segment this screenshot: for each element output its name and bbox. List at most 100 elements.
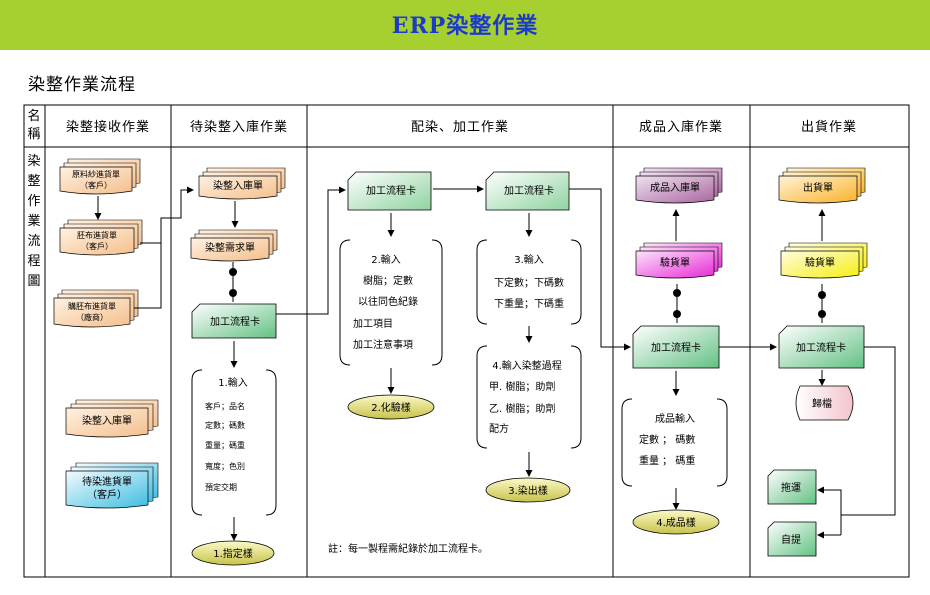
- input-block-4: 4.輸入染整過程 甲. 樹脂；助劑 乙. 樹脂；助劑 配方: [476, 345, 582, 449]
- row-label-2: 整: [27, 174, 40, 189]
- result-sample-1: 1.指定樣: [191, 540, 275, 566]
- card-dye-2: 加工流程卡: [485, 171, 570, 211]
- doc-dye-stock-in-label: 染整入庫單: [82, 414, 132, 427]
- doc-shipping-inspection-label: 驗貨單: [805, 256, 835, 269]
- connector-dot: [229, 289, 237, 297]
- row-label-4: 業: [27, 213, 40, 229]
- doc-greige-receipt-sub: （客戶）: [81, 241, 113, 251]
- archive-storage: 歸檔: [795, 385, 854, 421]
- card-shipping: 加工流程卡: [778, 325, 865, 369]
- doc-pre-dye-stock-in-label: 染整入庫單: [213, 179, 263, 192]
- doc-purchase-greige-label: 購胚布進貨單: [68, 301, 116, 311]
- card-pre-dye: 加工流程卡: [191, 303, 277, 339]
- input-1-line-4: 寬度；色別: [205, 461, 245, 471]
- input-block-finished: 成品輸入 定數 ； 碼數 重量 ； 碼重: [621, 398, 728, 487]
- connector-dot: [673, 310, 681, 318]
- input-block-2: 2.輸入 樹脂；定數 以往同色紀錄 加工項目 加工注意事項: [339, 239, 443, 366]
- doc-dye-requirement: 染整需求單: [190, 229, 278, 262]
- card-dye-1: 加工流程卡: [347, 171, 432, 211]
- doc-pending-dye-receipt-label: 待染進貨單: [82, 475, 132, 488]
- input-block-1: 1.輸入 客戶；品名 定數；碼數 重量；碼重 寬度；色別 預定交期: [191, 369, 277, 516]
- input-4-line-2: 乙. 樹脂；助劑: [489, 402, 555, 415]
- doc-finished-inspection: 驗貨單: [635, 242, 723, 279]
- input-2-line-2: 以往同色紀錄: [358, 295, 418, 308]
- pickup-delivery: 拖運: [767, 469, 817, 505]
- doc-dye-requirement-label: 染整需求單: [205, 241, 255, 254]
- doc-shipping-inspection: 驗貨單: [780, 242, 868, 279]
- self-pickup-label: 自提: [781, 533, 801, 546]
- card-finished-label: 加工流程卡: [651, 341, 701, 354]
- connector-dot: [673, 289, 681, 297]
- input-finished-line-1: 定數 ； 碼數: [639, 433, 695, 446]
- result-sample-4: 4.成品樣: [632, 509, 720, 535]
- connector-dot: [818, 310, 826, 318]
- input-block-3: 3.輸入 下定數；下碼數 下重量；下碼重: [476, 239, 582, 325]
- doc-yarn-receipt: 原料紗進貨單 （客戶）: [59, 158, 141, 195]
- result-sample-2: 2.化驗樣: [347, 394, 435, 420]
- name-header-1: 名: [27, 108, 40, 124]
- doc-finished-stock-in: 成品入庫單: [635, 167, 723, 204]
- connector-dot: [818, 291, 826, 299]
- result-sample-3-label: 3.染出樣: [508, 484, 548, 497]
- name-header-2: 稱: [27, 127, 40, 142]
- table-grid: [23, 104, 910, 578]
- card-finished: 加工流程卡: [632, 325, 720, 369]
- connector-dot: [229, 268, 237, 276]
- doc-pre-dye-stock-in: 染整入庫單: [198, 167, 286, 200]
- doc-purchase-greige: 購胚布進貨單 （廠商）: [53, 289, 139, 328]
- input-1-line-3: 重量；碼重: [205, 440, 245, 450]
- row-label-7: 圖: [27, 274, 40, 289]
- archive-label: 歸檔: [812, 397, 832, 410]
- doc-shipping-label: 出貨單: [803, 181, 833, 194]
- doc-dye-stock-in: 染整入庫單: [65, 399, 159, 438]
- card-dye-1-label: 加工流程卡: [366, 184, 416, 197]
- header-receive: 染整接收作業: [66, 119, 150, 135]
- row-label-5: 流: [27, 234, 40, 249]
- header-pre-dye-stock: 待染整入庫作業: [190, 119, 288, 135]
- title-banner: ERP染整作業: [0, 0, 930, 50]
- row-label-6: 程: [27, 254, 40, 269]
- pickup-label: 拖運: [781, 481, 801, 494]
- input-4-line-1: 甲. 樹脂；助劑: [489, 380, 555, 393]
- doc-finished-stock-in-label: 成品入庫單: [650, 181, 700, 194]
- input-finished-line-2: 重量 ； 碼重: [639, 454, 695, 467]
- result-sample-2-label: 2.化驗樣: [371, 401, 411, 414]
- doc-yarn-receipt-sub: （客戶）: [80, 180, 112, 190]
- doc-purchase-greige-sub: （廠商）: [76, 312, 108, 322]
- input-2-line-4: 加工注意事項: [353, 338, 413, 351]
- doc-pending-dye-receipt: 待染進貨單 （客戶）: [65, 462, 159, 509]
- result-sample-3: 3.染出樣: [485, 477, 571, 503]
- input-4-title: 4.輸入染整過程: [492, 359, 562, 372]
- process-note: 註：每一製程需紀錄於加工流程卡。: [328, 542, 488, 555]
- self-pickup: 自提: [767, 521, 817, 557]
- card-shipping-label: 加工流程卡: [796, 341, 846, 354]
- header-shipping: 出貨作業: [801, 119, 857, 135]
- input-3-title: 3.輸入: [514, 253, 544, 266]
- page-heading: 染整作業流程: [28, 75, 136, 95]
- row-label-1: 染: [27, 154, 40, 169]
- input-1-title: 1.輸入: [218, 376, 248, 389]
- doc-pending-dye-receipt-sub: （客戶）: [87, 488, 127, 501]
- header-finished-stock: 成品入庫作業: [639, 119, 723, 135]
- doc-yarn-receipt-label: 原料紗進貨單: [72, 169, 120, 179]
- doc-greige-receipt-label: 胚布進貨單: [77, 230, 117, 240]
- banner-title: ERP染整作業: [391, 13, 539, 39]
- doc-finished-inspection-label: 驗貨單: [660, 256, 690, 269]
- card-dye-2-label: 加工流程卡: [504, 184, 554, 197]
- input-3-line-2: 下重量；下碼重: [494, 297, 564, 310]
- card-pre-dye-label: 加工流程卡: [210, 315, 260, 328]
- input-2-title: 2.輸入: [371, 253, 401, 266]
- result-sample-1-label: 1.指定樣: [213, 547, 253, 560]
- input-1-line-2: 定數；碼數: [205, 420, 245, 430]
- input-1-line-1: 客戶；品名: [205, 401, 245, 411]
- doc-shipping: 出貨單: [778, 167, 866, 204]
- input-finished-title: 成品輸入: [655, 412, 695, 425]
- doc-greige-receipt: 胚布進貨單 （客戶）: [59, 219, 143, 256]
- input-3-line-1: 下定數；下碼數: [494, 276, 564, 289]
- result-sample-4-label: 4.成品樣: [656, 516, 696, 529]
- header-dye-process: 配染、加工作業: [411, 119, 509, 135]
- input-2-line-1: 樹脂；定數: [363, 274, 413, 287]
- input-4-line-3: 配方: [489, 422, 509, 435]
- row-label-3: 作: [27, 194, 40, 209]
